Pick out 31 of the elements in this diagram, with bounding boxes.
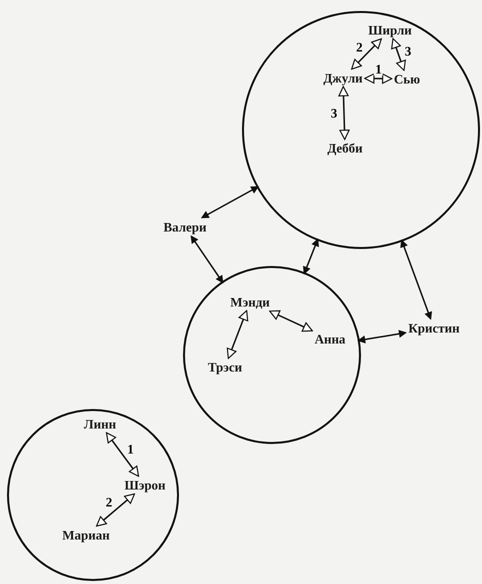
double-arrow: [358, 330, 406, 344]
double-arrow: [351, 38, 382, 70]
double-arrow: [190, 236, 224, 284]
edge-label: 1: [374, 62, 383, 76]
double-arrow: [269, 310, 313, 332]
edge-label: 1: [126, 442, 135, 456]
double-arrow: [364, 73, 392, 84]
person-name: Трэси: [208, 360, 242, 374]
double-arrow: [106, 432, 140, 477]
double-arrow: [201, 186, 259, 218]
double-arrow: [226, 310, 248, 359]
double-arrow: [400, 240, 432, 320]
person-name: Анна: [314, 332, 346, 346]
person-name: Мэнди: [230, 296, 270, 308]
person-name: Сью: [394, 72, 420, 86]
person-name: Кристин: [408, 322, 460, 334]
edge-label: 2: [355, 40, 364, 54]
person-name: Дебби: [327, 142, 363, 154]
edge-label: 3: [330, 106, 338, 120]
person-name: Валери: [163, 220, 207, 234]
double-arrow: [303, 238, 319, 274]
person-name: Мариан: [62, 528, 110, 542]
edge-label: 3: [404, 44, 412, 58]
edge-label: 2: [104, 496, 114, 509]
double-arrow: [391, 38, 406, 71]
double-arrow: [338, 86, 350, 140]
double-arrow: [96, 493, 136, 527]
person-name: Джули: [323, 72, 363, 84]
person-name: Шэрон: [124, 478, 166, 492]
person-name: Линн: [84, 418, 116, 430]
person-name: Ширли: [368, 24, 412, 36]
